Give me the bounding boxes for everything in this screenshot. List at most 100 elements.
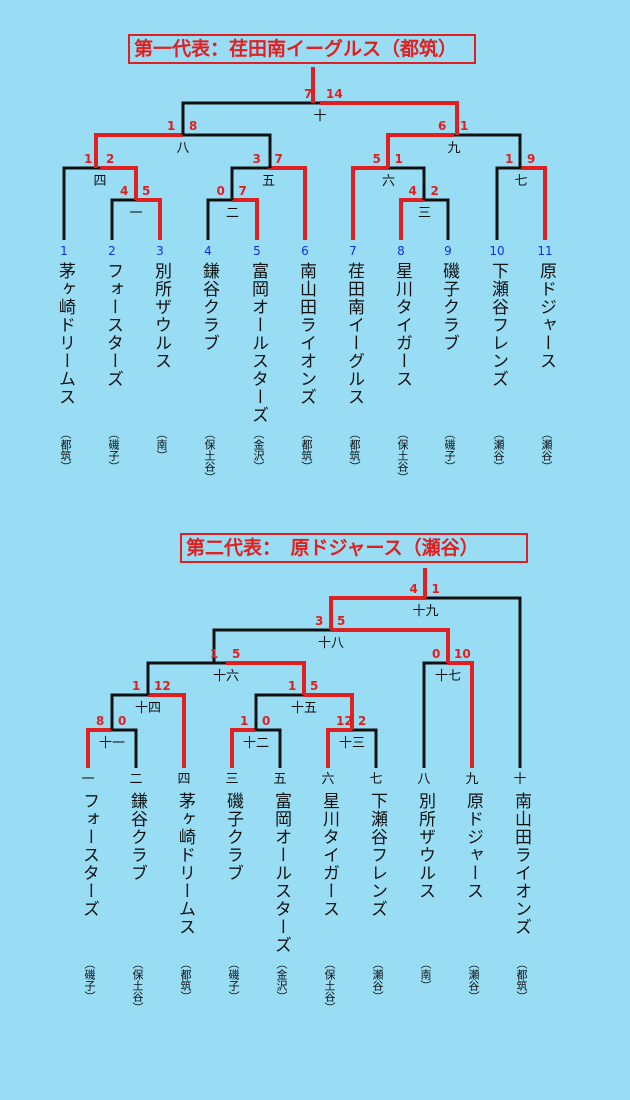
bracket2-team-slot: 一 <box>81 772 95 787</box>
bracket2-team-slot: 六 <box>321 772 335 787</box>
bracket2-line-4-left <box>254 693 304 730</box>
bracket1-team-seed: 11 <box>537 244 553 258</box>
bracket1-line-7-left <box>94 133 183 168</box>
bracket1-score-right: 14 <box>326 87 343 101</box>
bracket1-team-name: 星川タイガース <box>392 262 412 388</box>
bracket2-line-2-right <box>352 728 378 768</box>
bracket1-team-area: （保土谷） <box>203 428 216 483</box>
bracket1-line-6-left <box>495 166 521 240</box>
bracket2-line-8-left <box>329 596 426 630</box>
bracket2-line-6-left <box>422 661 448 768</box>
bracket2-line-3-right <box>148 693 186 768</box>
bracket1-team-area: （都筑） <box>300 428 313 472</box>
bracket2-team-area: （金沢） <box>275 958 288 1002</box>
bracket1-match-label: 十 <box>313 109 327 124</box>
bracket1-line-6-right <box>521 166 547 240</box>
bracket2-score-right: 1 <box>431 582 440 596</box>
bracket1-score-right: 2 <box>106 152 115 166</box>
bracket1-line-5-left <box>351 166 389 240</box>
bracket2-team-name: フォースターズ <box>79 792 99 918</box>
bracket1-team-name: 富岡オールスターズ <box>248 262 268 424</box>
bracket1-match-label: 三 <box>417 206 432 221</box>
bracket1-title: 第一代表：荏田南イーグルス（都筑） <box>128 34 476 64</box>
bracket1-team-seed: 8 <box>397 244 405 258</box>
bracket1-team-seed: 2 <box>108 244 116 258</box>
bracket1-team-area: （磯子） <box>107 428 120 472</box>
bracket2-team-area: （磯子） <box>83 958 96 1002</box>
bracket1-score-right: 7 <box>274 152 283 166</box>
bracket2-team-slot: 九 <box>465 772 479 787</box>
bracket1-score-right: 1 <box>460 119 469 133</box>
bracket1-match-label: 七 <box>514 174 528 189</box>
bracket1-team-name: 荏田南イーグルス <box>344 262 364 406</box>
bracket2-line-5-right <box>226 661 306 695</box>
bracket1-score-left: 0 <box>216 184 225 198</box>
bracket2-team-name: 磯子クラブ <box>223 792 243 882</box>
bracket2-match-label: 十九 <box>412 604 439 619</box>
bracket1-line-2-left <box>399 198 425 240</box>
bracket1-team-area: （都筑） <box>348 428 361 472</box>
bracket2-line-0-left <box>86 728 112 768</box>
bracket1-score-right: 5 <box>142 184 151 198</box>
bracket1-team-seed: 6 <box>301 244 309 258</box>
bracket1-line-0-right <box>136 198 162 240</box>
bracket1-team-area: （瀬谷） <box>492 428 505 472</box>
bracket1-score-right: 7 <box>238 184 247 198</box>
bracket1-team-name: 磯子クラブ <box>439 262 459 352</box>
bracket1-line-5-right <box>388 166 426 200</box>
bracket2-score-right: 5 <box>232 647 241 661</box>
bracket1-line-2-right <box>424 198 450 240</box>
bracket2-score-left: 4 <box>409 582 418 596</box>
bracket1-match-label: 九 <box>447 141 461 156</box>
bracket2-score-right: 5 <box>310 679 319 693</box>
bracket2-score-right: 2 <box>358 714 367 728</box>
bracket1-line-3-left <box>62 166 100 240</box>
bracket1-score-right: 9 <box>527 152 536 166</box>
bracket2-line-6-right <box>448 661 474 768</box>
bracket2-team-name: 原ドジャース <box>463 792 483 900</box>
bracket2-match-label: 十六 <box>212 669 240 684</box>
bracket2-team-name: 茅ヶ崎ドリームス <box>175 792 195 936</box>
bracket2-line-4-right <box>304 693 354 730</box>
bracket1-line-7-right <box>183 133 272 168</box>
bracket2-score-left: 1 <box>132 679 141 693</box>
bracket1-line-4-right <box>268 166 307 240</box>
bracket1-match-label: 二 <box>225 206 240 221</box>
bracket2-team-area: （瀬谷） <box>467 958 480 1002</box>
bracket1-team-seed: 4 <box>204 244 212 258</box>
bracket1-score-right: 2 <box>430 184 439 198</box>
bracket1-line-1-left <box>206 198 233 240</box>
bracket1-score-left: 7 <box>304 87 313 101</box>
bracket2-score-right: 12 <box>154 679 171 693</box>
bracket2-match-label: 十五 <box>290 701 318 716</box>
bracket1-team-seed: 1 <box>60 244 68 258</box>
bracket2-team-name: 下瀬谷フレンズ <box>367 792 387 918</box>
bracket1-score-left: 1 <box>84 152 93 166</box>
bracket1-score-left: 5 <box>372 152 381 166</box>
bracket1-team-area: （瀬谷） <box>540 428 553 472</box>
bracket1-team-name: フォースターズ <box>103 262 123 388</box>
bracket1-match-label: 一 <box>129 206 143 221</box>
bracket2-score-right: 0 <box>262 714 271 728</box>
bracket1-line-3-right <box>100 166 138 200</box>
bracket2-team-slot: 三 <box>225 772 239 787</box>
bracket1-line-0-left <box>110 198 136 240</box>
bracket1-score-right: 8 <box>189 119 198 133</box>
bracket2-match-label: 十四 <box>134 701 162 716</box>
bracket2-team-slot: 十 <box>513 772 527 787</box>
bracket2-score-left: 1 <box>288 679 297 693</box>
bracket2-team-slot: 五 <box>273 772 287 787</box>
bracket2-score-left: 0 <box>432 647 441 661</box>
bracket2-line-1-left <box>230 728 256 768</box>
bracket2-line-7-right <box>331 628 450 663</box>
bracket1-line-1-right <box>232 198 259 240</box>
bracket2-line-7-left <box>212 628 331 663</box>
bracket1-match-label: 四 <box>93 174 107 189</box>
bracket2-line-3-left <box>110 693 148 730</box>
bracket1-team-name: 南山田ライオンズ <box>296 262 316 406</box>
bracket1-team-area: （磯子） <box>443 428 456 472</box>
bracket1-team-area: （南） <box>155 428 168 461</box>
bracket2-line-8-right <box>425 596 522 768</box>
bracket2-match-label: 十三 <box>338 736 366 751</box>
